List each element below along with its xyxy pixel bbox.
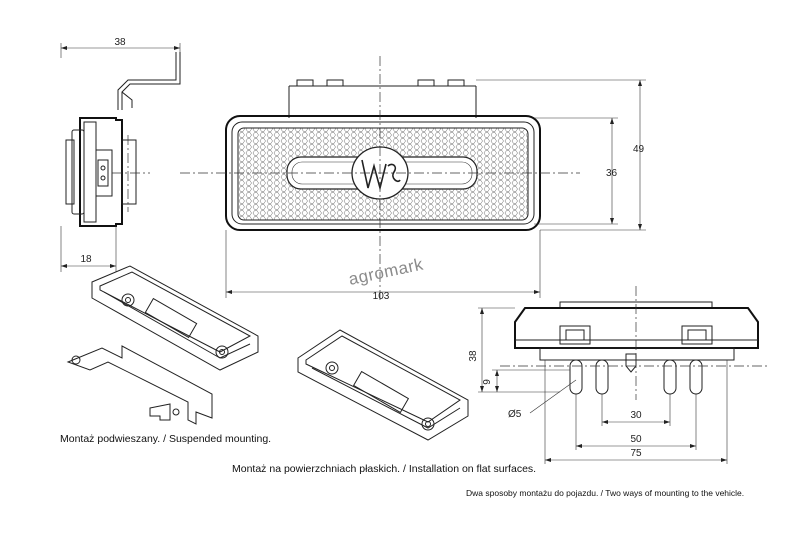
front-view: 49 36 103 — [180, 56, 646, 302]
dim-hole-spacing-outer: 75 — [630, 448, 642, 459]
dim-lens-height: 36 — [606, 168, 618, 179]
dim-hole-spacing-mid: 50 — [630, 434, 642, 445]
bottom-view: 38 9 Ø5 30 50 75 — [468, 286, 770, 464]
dim-hole-diameter: Ø5 — [508, 409, 522, 420]
dim-hole-spacing-inner: 30 — [630, 410, 642, 421]
dim-bracket-height: 38 — [468, 350, 479, 362]
dim-side-depth: 18 — [80, 254, 92, 265]
dim-hole-offset: 9 — [482, 379, 493, 385]
flat-base-iso — [297, 329, 469, 441]
side-view: 38 18 — [60, 37, 181, 272]
dim-side-width: 38 — [114, 37, 126, 48]
caption-flat: Montaż na powierzchniach płaskich. / Ins… — [232, 463, 536, 475]
watermark: agromark — [347, 255, 425, 289]
suspended-bracket-iso — [66, 265, 259, 425]
dim-front-height: 49 — [633, 144, 645, 155]
dim-front-length: 103 — [373, 291, 390, 302]
caption-two-ways: Dwa sposoby montażu do pojazdu. / Two wa… — [466, 488, 744, 498]
caption-suspended: Montaż podwieszany. / Suspended mounting… — [60, 433, 271, 445]
